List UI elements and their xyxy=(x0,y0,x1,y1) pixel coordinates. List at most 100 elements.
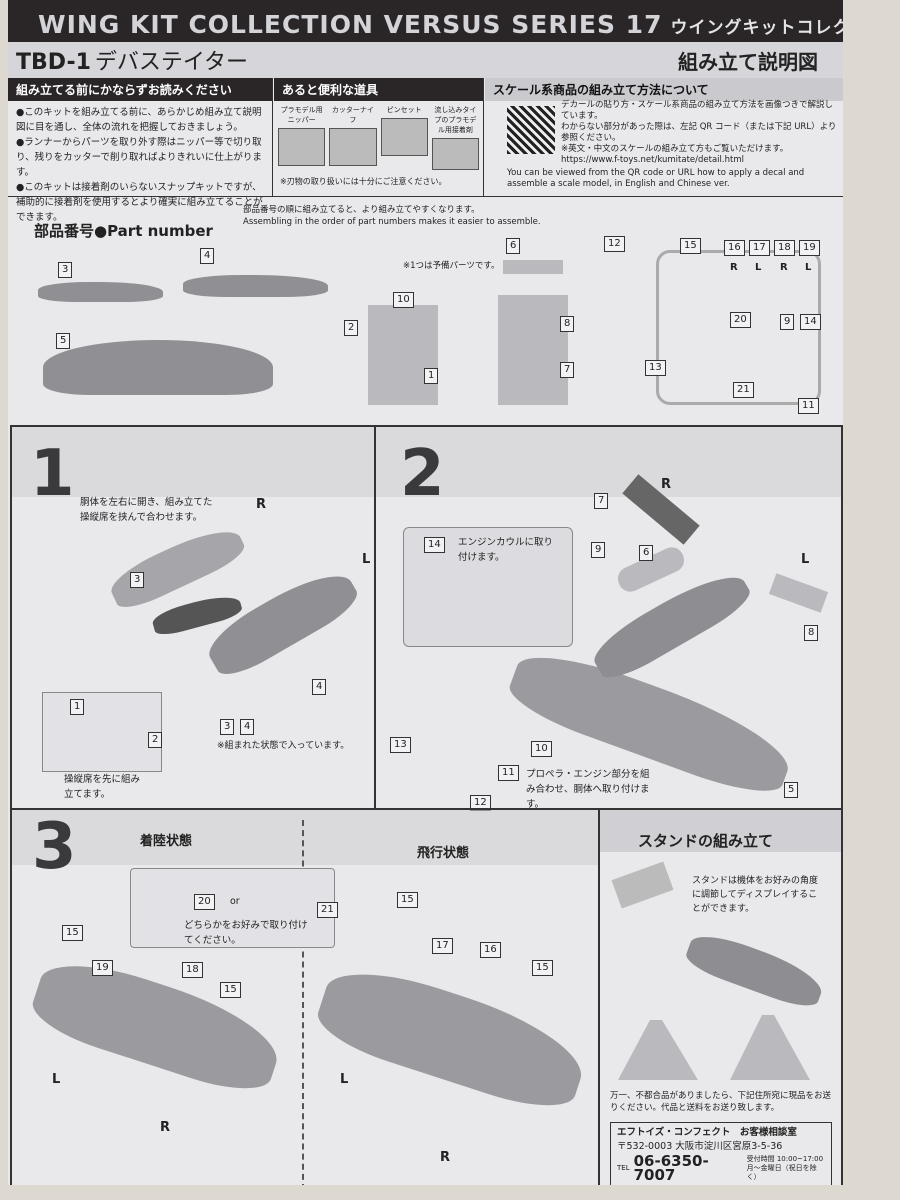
stand-base-drawing xyxy=(618,1020,698,1080)
read-first-item: ●このキットを組み立てる前に、あらかじめ組み立て説明図に目を通し、全体の流れを把… xyxy=(16,107,262,133)
divider xyxy=(302,820,304,1185)
part-number-label: 2 xyxy=(148,732,163,748)
company-name: エフトイズ・コンフェクト お客様相談室 xyxy=(617,1127,797,1138)
flight-plane-drawing xyxy=(310,955,594,1120)
kumitate-url-link[interactable]: https://www.f-toys.net/kumitate/detail.h… xyxy=(561,155,744,165)
parts-hint-en: Assembling in the order of part numbers … xyxy=(243,217,541,227)
flight-state-heading: 飛行状態 xyxy=(417,846,470,861)
part-number-label: 11 xyxy=(798,398,819,414)
right-mark: R xyxy=(661,477,672,492)
left-mark: L xyxy=(801,552,810,567)
stand-band xyxy=(600,810,841,852)
part-number-label: 15 xyxy=(220,982,241,998)
hours-days: 月～金曜日（祝日を除く） xyxy=(746,1163,817,1181)
part-number-label: 3 xyxy=(58,262,73,278)
part-number-label: 19 xyxy=(92,960,113,976)
step-band xyxy=(376,427,841,497)
guide-title: 組み立て説明図 xyxy=(678,49,818,74)
step-1-panel: 1 胴体を左右に開き、組み立てた操縦席を挟んで合わせます。 3 4 1 2 3 … xyxy=(10,425,376,810)
part-number-label: 15 xyxy=(397,892,418,908)
tool-label: ピンセット xyxy=(386,106,422,114)
right-mark: R xyxy=(780,262,788,273)
stand-panel: スタンドの組み立て スタンドは機体をお好みの角度に調節してディスプレイすることが… xyxy=(598,808,843,1185)
part-number-label: 6 xyxy=(506,238,521,254)
scale-info-heading: スケール系商品の組み立て方法について xyxy=(485,78,843,101)
qr-code-icon[interactable] xyxy=(507,106,555,154)
part-number-label: 13 xyxy=(390,737,411,753)
part-number-label: 17 xyxy=(432,938,453,954)
left-mark: L xyxy=(362,552,371,567)
part-number-label: 9 xyxy=(780,314,795,330)
part-number-label: 4 xyxy=(240,719,255,735)
tel-prefix: TEL xyxy=(617,1164,630,1172)
read-first-item: ●ランナーからパーツを取り外す際はニッパー等で切り取り、残りをカッターで削り取れ… xyxy=(16,137,262,178)
choice-box xyxy=(130,868,335,948)
part-number-label: 1 xyxy=(424,368,439,384)
stand-text: スタンドは機体をお好みの角度に調節してディスプレイすることができます。 xyxy=(692,876,819,914)
read-first-panel: 組み立てる前にかならずお読みください ●このキットを組み立てる前に、あらかじめ組… xyxy=(8,78,273,223)
part-number-label: 15 xyxy=(62,925,83,941)
tool-label: カッターナイフ xyxy=(331,106,374,124)
wing-part xyxy=(43,340,273,395)
part-number-label: 19 xyxy=(799,240,820,256)
tools-heading: あると便利な道具 xyxy=(274,78,483,101)
part-number-label: 1 xyxy=(70,699,85,715)
spare-note: ※1つは予備パーツです。 xyxy=(403,261,500,271)
part-number-label: 6 xyxy=(639,545,654,561)
step-1-text: 胴体を左右に開き、組み立てた操縦席を挟んで合わせます。 xyxy=(80,497,213,523)
part-number-label: 8 xyxy=(560,316,575,332)
parts-hint: 部品番号の順に組み立てると、より組み立てやすくなります。 Assembling i… xyxy=(243,204,541,228)
part-number-label: 7 xyxy=(594,493,609,509)
part-number-label: 20 xyxy=(194,894,215,910)
customer-contact-box: エフトイズ・コンフェクト お客様相談室 〒532-0003 大阪市淀川区宮原3-… xyxy=(610,1122,832,1185)
parts-hint-jp: 部品番号の順に組み立てると、より組み立てやすくなります。 xyxy=(243,205,480,215)
stand-plane-drawing xyxy=(682,927,828,1013)
part-number-label: 21 xyxy=(317,902,338,918)
tel-number: 06-6350-7007 xyxy=(633,1152,709,1184)
fuselage-right-part xyxy=(38,282,163,302)
left-stabilizer-drawing xyxy=(768,573,829,613)
step-number: 3 xyxy=(32,810,77,884)
part-number-label: 5 xyxy=(56,333,71,349)
part-number-label: 3 xyxy=(130,572,145,588)
part-number-label: 4 xyxy=(200,248,215,264)
tool-label: 流し込みタイプのプラモデル用接着剤 xyxy=(434,106,477,134)
step-1-note: ※組まれた状態で入っています。 xyxy=(217,741,350,751)
part-number-label: 18 xyxy=(182,962,203,978)
tail-runner xyxy=(498,295,568,405)
choice-or: or xyxy=(230,896,240,907)
scale-info-text: デカールの貼り方・スケール系商品の組み立て方法を画像つきで解説しています。 わか… xyxy=(507,100,839,190)
cockpit-subassembly-box xyxy=(42,692,162,772)
stand-heading: スタンドの組み立て xyxy=(638,832,774,850)
left-mark: L xyxy=(52,1072,61,1087)
tool-glue: 流し込みタイプのプラモデル用接着剤 xyxy=(431,105,479,170)
scale-info-line: デカールの貼り方・スケール系商品の組み立て方法を画像つきで解説しています。 xyxy=(561,100,834,121)
part-number-label: 15 xyxy=(532,960,553,976)
part-number-label: 10 xyxy=(393,292,414,308)
divider xyxy=(8,196,843,197)
read-first-list: ●このキットを組み立てる前に、あらかじめ組み立て説明図に目を通し、全体の流れを把… xyxy=(8,101,272,229)
stand-base-drawing xyxy=(730,1015,810,1080)
cockpit-runner xyxy=(368,305,438,405)
part-number-label: 15 xyxy=(680,238,701,254)
tools-panel: あると便利な道具 プラモデル用ニッパー カッターナイフ ピンセット 流し込みタイ… xyxy=(274,78,484,196)
hours-time: 受付時間 10:00~17:00 xyxy=(746,1154,824,1163)
fuselage-left-drawing xyxy=(200,560,364,684)
fuselage-left-part xyxy=(183,275,328,297)
scale-info-line: わからない部分があった際は、左記 QR コード（または下記 URL）より参照くだ… xyxy=(561,122,837,143)
landing-plane-drawing xyxy=(25,948,289,1102)
tools-list: プラモデル用ニッパー カッターナイフ ピンセット 流し込みタイプのプラモデル用接… xyxy=(274,101,483,174)
choice-text: どちらかをお好みで取り付けてください。 xyxy=(184,920,308,946)
read-first-item: ●このキットは接着剤のいらないスナップキットですが、補助的に接着剤を使用するとよ… xyxy=(16,182,263,223)
defect-notice: 万一、不都合品がありましたら、下記住所宛に現品をお送りください。代品と送料をお送… xyxy=(610,1091,832,1113)
part-number-label: 13 xyxy=(645,360,666,376)
nipper-icon xyxy=(278,128,326,166)
model-code: TBD-1 xyxy=(16,50,91,75)
step-2-panel: 2 エンジンカウルに取り付けます。 7 9 6 14 8 10 11 12 13… xyxy=(374,425,843,811)
stand-arm-drawing xyxy=(611,861,674,909)
